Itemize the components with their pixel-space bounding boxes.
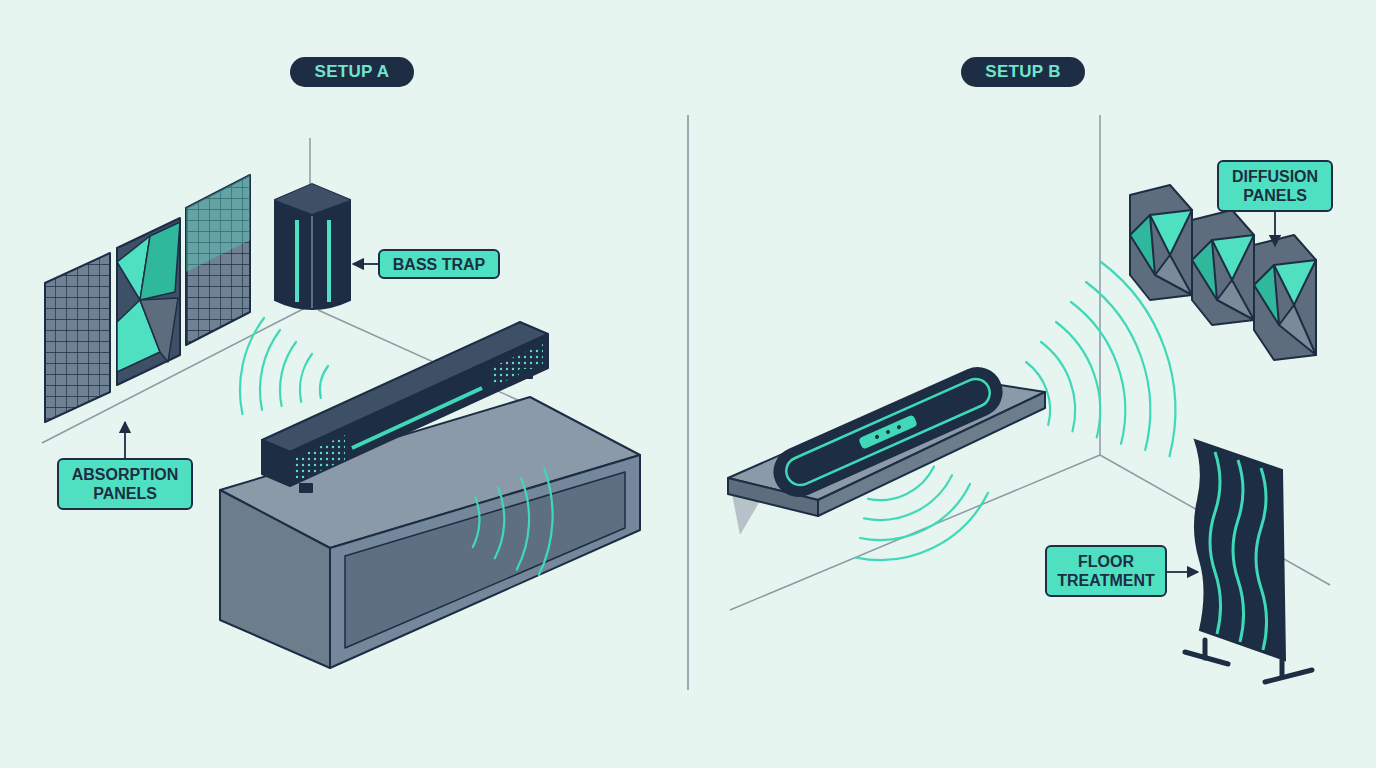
floor-treatment-panel: [1185, 440, 1312, 682]
label-text: FLOOR TREATMENT: [1053, 552, 1159, 590]
callout-label: ABSORPTION PANELS: [57, 458, 193, 510]
setup-heading: SETUP B: [961, 57, 1085, 87]
sound-waves: [856, 262, 1175, 560]
divider-line: [687, 115, 689, 690]
callout-label: DIFFUSION PANELS: [1217, 160, 1333, 212]
soundbar: [767, 360, 1009, 503]
label-text: BASS TRAP: [393, 255, 485, 274]
sound-waves: [473, 469, 553, 575]
setup-heading: SETUP A: [290, 57, 414, 87]
label-text: DIFFUSION PANELS: [1225, 167, 1325, 205]
sound-waves: [240, 318, 328, 414]
soundbar: [262, 322, 548, 492]
leader-arrow: [125, 212, 1275, 572]
absorption-panels: [45, 175, 250, 422]
callout-label: BASS TRAP: [378, 249, 500, 279]
label-text: ABSORPTION PANELS: [65, 465, 185, 503]
bass-trap: [275, 184, 350, 309]
label-text: SETUP A: [315, 62, 390, 82]
label-text: SETUP B: [985, 62, 1060, 82]
callout-label: FLOOR TREATMENT: [1045, 545, 1167, 597]
